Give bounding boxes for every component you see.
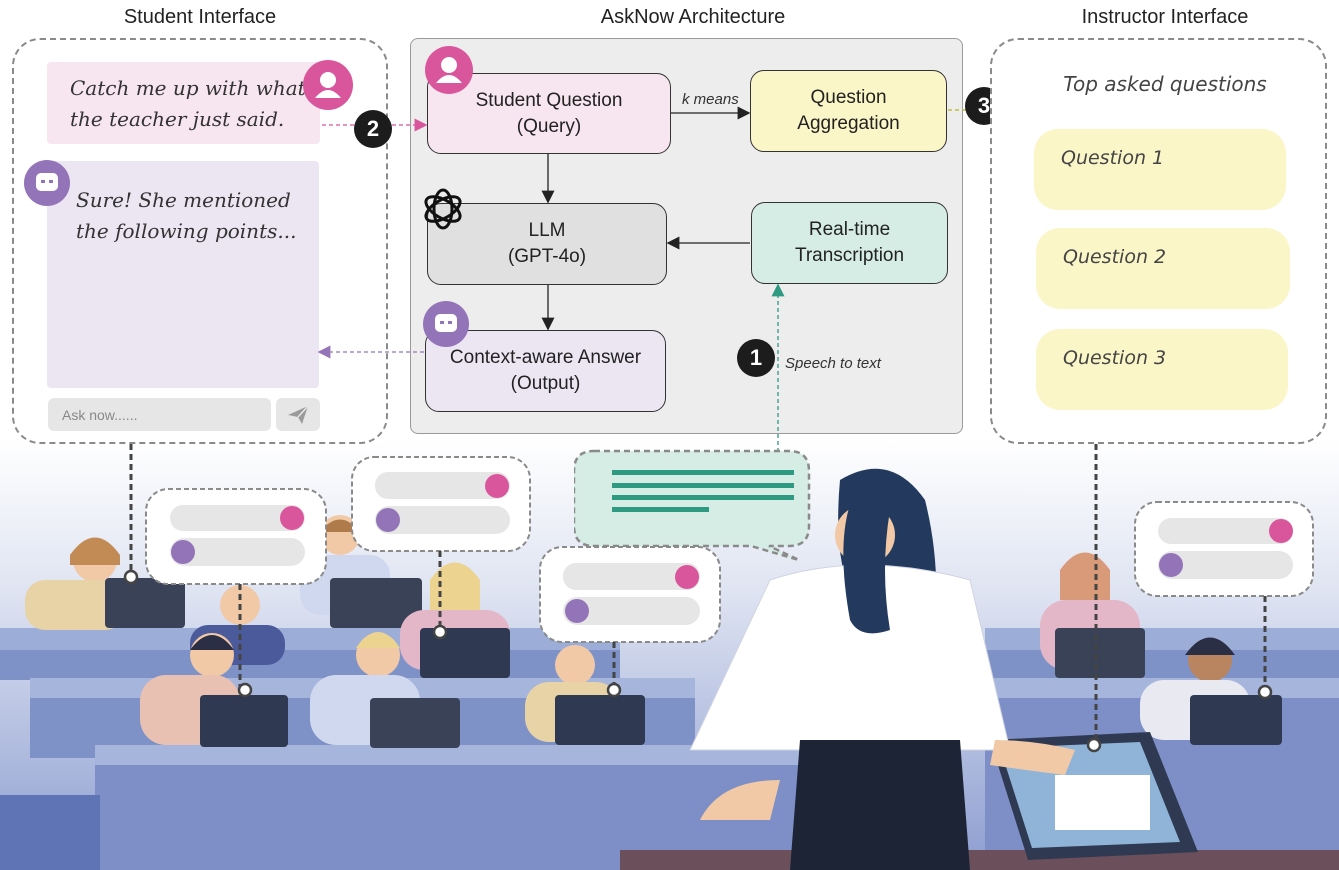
question-card-2[interactable]: Question 2 xyxy=(1036,228,1290,309)
architecture-title: AskNow Architecture xyxy=(600,6,786,28)
student-question-sublabel: (Query) xyxy=(516,115,582,137)
ask-input[interactable]: Ask now...... xyxy=(48,398,271,431)
bot-message-text: Sure! She mentioned the following points… xyxy=(76,188,297,243)
bot-message-bubble xyxy=(47,161,319,388)
step-2-badge: 2 xyxy=(354,110,392,148)
transcription-label: Real-time xyxy=(808,219,891,240)
transcription-sublabel: Transcription xyxy=(794,245,905,266)
mini-chat-3 xyxy=(539,546,721,698)
mini-chat-2 xyxy=(351,456,531,640)
aggregation-sublabel: Aggregation xyxy=(797,113,900,134)
question-aggregation-node: Question Aggregation xyxy=(750,70,947,152)
llm-node: LLM (GPT-4o) xyxy=(427,203,667,285)
answer-sublabel: (Output) xyxy=(510,373,581,394)
send-button[interactable] xyxy=(276,398,320,431)
query-avatar-icon xyxy=(425,46,473,94)
speech-to-text-label: Speech to text xyxy=(785,355,881,372)
user-message-bubble xyxy=(47,62,320,144)
transcription-node: Real-time Transcription xyxy=(751,202,948,284)
student-question-label: Student Question xyxy=(475,89,623,111)
user-message-text: Catch me up with what the teacher just s… xyxy=(70,76,306,131)
student-interface-title: Student Interface xyxy=(123,6,277,28)
kmeans-label: k means xyxy=(682,91,739,108)
teacher-speech-bubble xyxy=(574,449,811,562)
send-icon xyxy=(288,405,309,424)
instructor-interface-title: Instructor Interface xyxy=(1081,6,1249,28)
bot-avatar-icon xyxy=(24,160,70,206)
student-avatar-icon xyxy=(303,60,353,110)
top-questions-heading: Top asked questions xyxy=(1063,72,1267,96)
mini-chat-4 xyxy=(1134,501,1314,700)
answer-label: Context-aware Answer xyxy=(449,347,642,368)
answer-avatar-icon xyxy=(423,301,469,347)
student-question-node: Student Question (Query) xyxy=(427,73,671,154)
answer-node: Context-aware Answer (Output) xyxy=(425,330,666,412)
llm-label: LLM xyxy=(528,220,566,241)
mini-chat-1 xyxy=(145,488,327,698)
openai-logo-icon xyxy=(424,188,462,230)
llm-sublabel: (GPT-4o) xyxy=(507,246,587,267)
aggregation-label: Question xyxy=(810,87,887,108)
ask-input-placeholder: Ask now...... xyxy=(62,407,138,423)
step-1-badge: 1 xyxy=(737,339,775,377)
question-card-3[interactable]: Question 3 xyxy=(1036,329,1288,410)
question-card-1[interactable]: Question 1 xyxy=(1034,129,1286,210)
